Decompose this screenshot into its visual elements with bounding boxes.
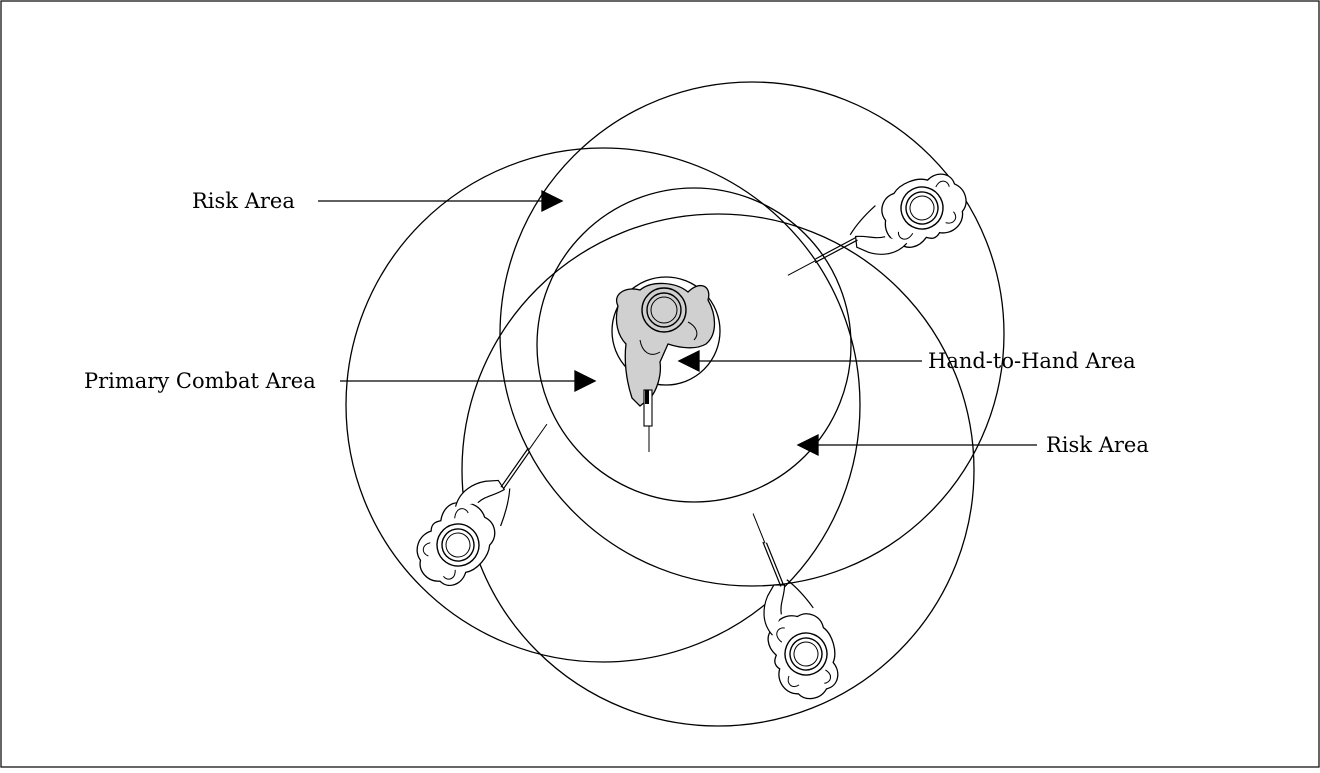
center-soldier-figure <box>615 282 716 452</box>
risk-area-circle-upper-right <box>499 81 1005 587</box>
risk-area-top-arrowhead <box>541 189 564 213</box>
lower-right-soldier-figure <box>717 503 851 709</box>
primary-combat-area-label: Primary Combat Area <box>84 369 316 393</box>
area-circles <box>345 81 1005 727</box>
primary-combat-arrowhead <box>574 369 597 393</box>
risk-area-right-label: Risk Area <box>1046 433 1149 457</box>
hand-to-hand-arrowhead <box>677 349 700 373</box>
risk-area-right-arrowhead <box>796 433 819 457</box>
lower-left-soldier-figure <box>403 401 569 599</box>
risk-area-circle-lower-right <box>461 213 975 727</box>
risk-area-circle-left <box>345 147 861 663</box>
risk-area-top-label: Risk Area <box>192 189 295 213</box>
callout-arrows <box>318 189 1037 457</box>
hand-to-hand-area-label: Hand-to-Hand Area <box>928 349 1136 373</box>
hand-to-hand-area-circle <box>611 276 721 386</box>
primary-combat-area-circle <box>536 187 852 503</box>
